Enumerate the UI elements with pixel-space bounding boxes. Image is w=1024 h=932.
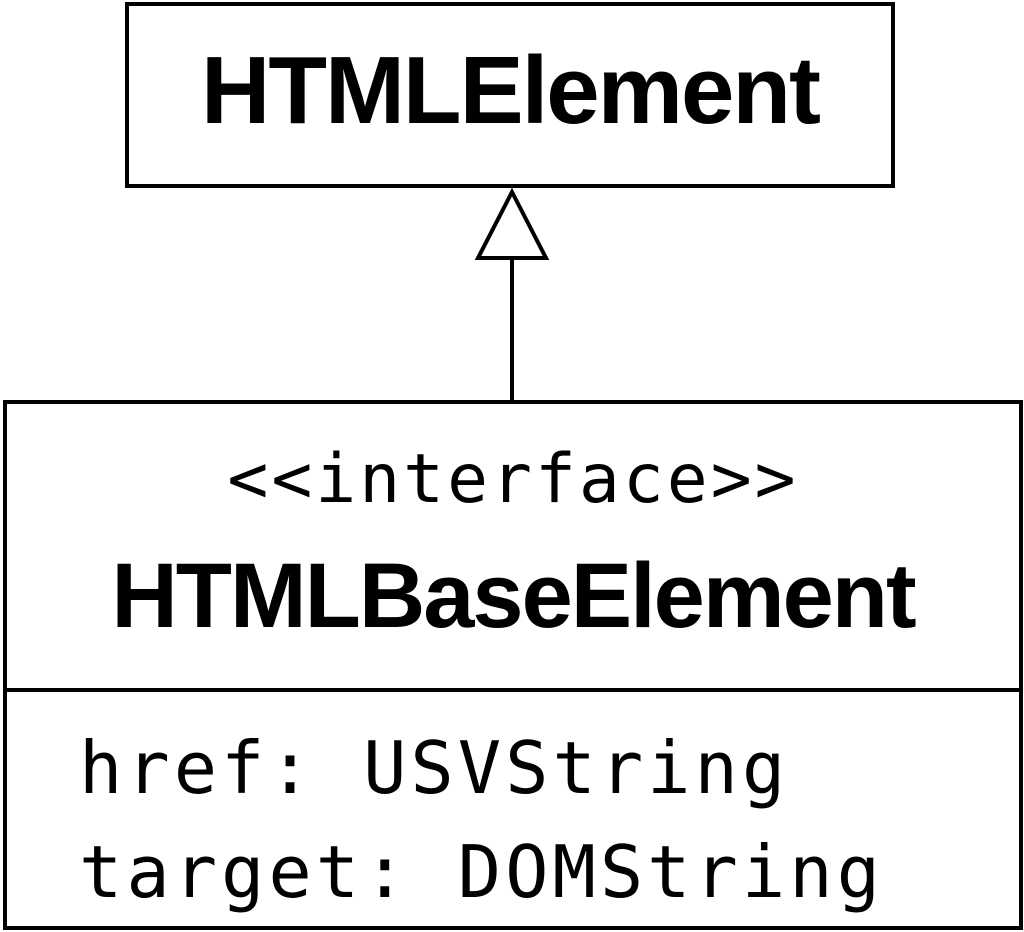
child-interface-header: <<interface>> HTMLBaseElement: [7, 404, 1019, 692]
child-interface-name: HTMLBaseElement: [111, 545, 916, 647]
child-interface-box: <<interface>> HTMLBaseElement href: USVS…: [3, 400, 1023, 930]
generalization-arrowhead-icon: [474, 187, 550, 260]
attribute-list: href: USVString target: DOMString: [79, 716, 884, 924]
parent-class-box: HTMLElement: [125, 2, 895, 188]
attribute-href: href: USVString: [79, 726, 790, 810]
attribute-target: target: DOMString: [79, 830, 884, 914]
stereotype-label: <<interface>>: [227, 440, 799, 519]
parent-class-name: HTMLElement: [200, 37, 821, 144]
